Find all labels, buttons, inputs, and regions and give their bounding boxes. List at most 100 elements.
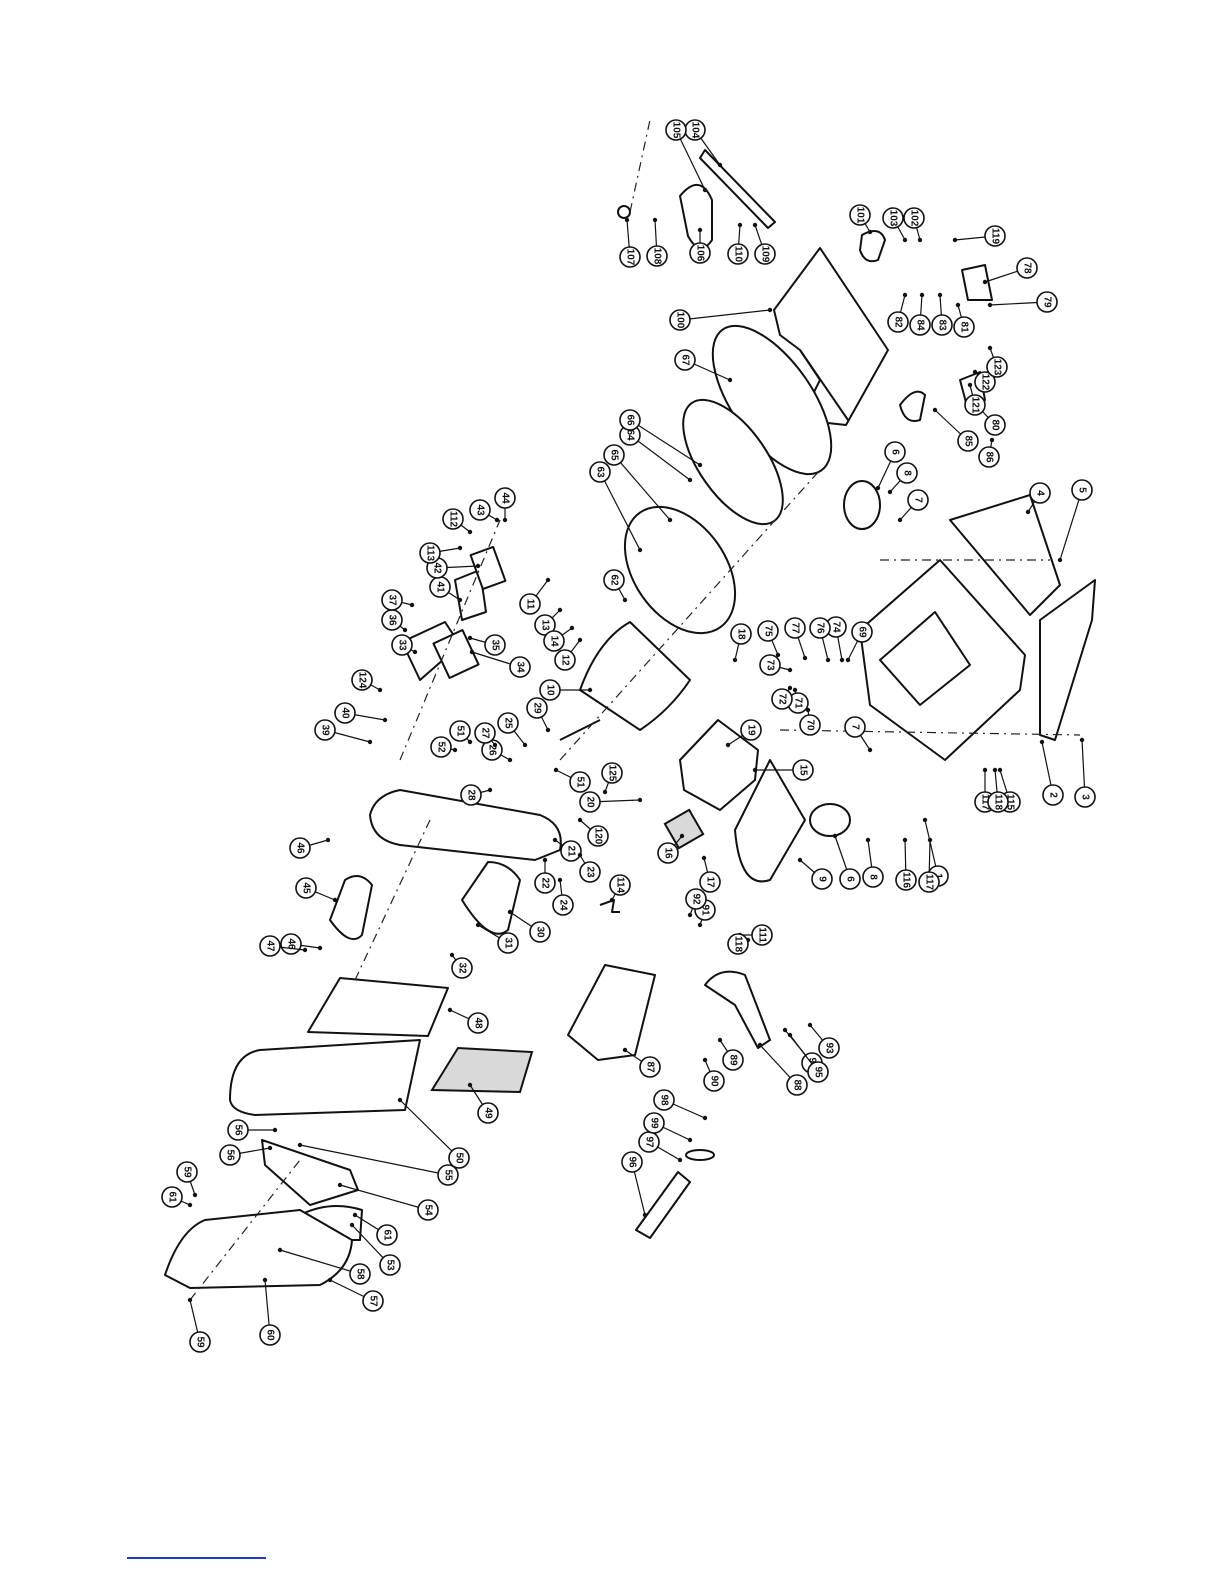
callout-circle: [811, 868, 833, 890]
callout-circle: [469, 499, 491, 521]
callout-dot: [302, 947, 308, 953]
callout-circle: [759, 654, 781, 676]
callout-circle: [884, 441, 906, 463]
callout-89: 89: [717, 1037, 744, 1071]
axis-line-disc: [559, 469, 821, 761]
callout-100: 100: [669, 307, 773, 331]
callout-dot: [732, 657, 738, 663]
callout-77: 77: [784, 617, 808, 661]
callout-leader: [629, 434, 691, 481]
callout-36: 36: [381, 609, 408, 633]
callout-circle: [757, 620, 779, 642]
callout-103: 103: [882, 207, 908, 243]
spring-41: [454, 569, 487, 621]
callout-number: 11: [525, 599, 536, 610]
callout-50: 50: [397, 1097, 470, 1169]
callout-circle: [619, 246, 641, 268]
callout-dot: [932, 407, 938, 413]
callout-number: 53: [385, 1259, 396, 1271]
callout-circle: [674, 349, 696, 371]
callout-109: 109: [752, 222, 776, 265]
callout-dot: [927, 837, 933, 843]
callout-dot: [507, 757, 513, 763]
callout-dot: [752, 767, 758, 773]
callout-dot: [679, 833, 685, 839]
callout-circle: [161, 1186, 183, 1208]
callout-circle: [289, 837, 311, 859]
callout-25: 25: [497, 712, 528, 748]
callout-number: 70: [805, 719, 816, 731]
belt-cover-54: [261, 1139, 359, 1206]
callout-14: 14: [543, 625, 575, 652]
callout-number: 30: [535, 926, 546, 938]
callout-113: 113: [419, 542, 463, 564]
callout-number: 109: [760, 246, 771, 263]
callout-number: 61: [167, 1191, 178, 1203]
callout-number: 112: [448, 511, 459, 528]
callout-circle: [907, 489, 929, 511]
callout-48: 48: [447, 1007, 489, 1034]
callout-circle: [818, 1037, 840, 1059]
callout-45: 45: [295, 877, 338, 903]
callout-9: 9: [797, 857, 833, 890]
callout-number: 119: [990, 228, 1001, 245]
callout-97: 97: [638, 1131, 683, 1163]
dust-chute-9: [734, 759, 806, 883]
callout-dot: [917, 237, 923, 243]
callout-dot: [987, 302, 993, 308]
callout-dot: [902, 837, 908, 843]
callout-number: 51: [455, 725, 466, 737]
callout-circle: [978, 446, 1000, 468]
callout-dot: [332, 897, 338, 903]
callout-33: 33: [391, 634, 418, 656]
callout-49: 49: [467, 1082, 499, 1124]
callout-26: 26: [481, 739, 513, 763]
callout-dot: [553, 767, 559, 773]
callout-52: 52: [430, 736, 458, 758]
callout-30: 30: [507, 909, 551, 943]
callout-number: 80: [990, 419, 1001, 431]
callout-circle: [552, 894, 574, 916]
callout-number: 57: [368, 1295, 379, 1307]
callout-dot: [982, 279, 988, 285]
callout-dot: [502, 517, 508, 523]
callout-dot: [997, 767, 1003, 773]
callout-circle: [792, 759, 814, 781]
callout-dot: [447, 1007, 453, 1013]
abrasive-sheet-49: [430, 1046, 534, 1094]
callout-dot: [717, 1037, 723, 1043]
callout-dot: [902, 237, 908, 243]
callout-leader: [679, 309, 771, 321]
callout-number: 6: [890, 449, 901, 455]
callout-dot: [475, 563, 481, 569]
callout-number: 95: [813, 1066, 824, 1078]
callout-circle: [509, 656, 531, 678]
callout-dot: [602, 789, 608, 795]
callout-number: 85: [963, 435, 974, 447]
callout-dot: [952, 237, 958, 243]
callout-circle: [334, 702, 356, 724]
callout-circle: [391, 634, 413, 656]
callout-dot: [867, 747, 873, 753]
callout-104: 104: [684, 119, 723, 168]
callout-number: 42: [432, 562, 443, 574]
callout-dot: [277, 1247, 283, 1253]
clamp-85: [899, 390, 926, 422]
callout-circle: [730, 623, 752, 645]
callout-dot: [545, 727, 551, 733]
callout-dot: [622, 1047, 628, 1053]
callout-circle: [964, 394, 986, 416]
callout-circle: [621, 1151, 643, 1173]
callout-circle: [984, 414, 1006, 436]
callout-number: 103: [888, 210, 899, 227]
idler-drum-45: [329, 875, 373, 940]
callout-circle: [619, 409, 641, 431]
callout-dot: [507, 909, 513, 915]
callout-dot: [377, 687, 383, 693]
callout-number: 113: [425, 545, 436, 562]
callout-dot: [802, 655, 808, 661]
callout-dot: [409, 602, 415, 608]
switch-16: [663, 808, 705, 850]
callout-dot: [782, 1027, 788, 1033]
callout-75: 75: [757, 620, 781, 658]
